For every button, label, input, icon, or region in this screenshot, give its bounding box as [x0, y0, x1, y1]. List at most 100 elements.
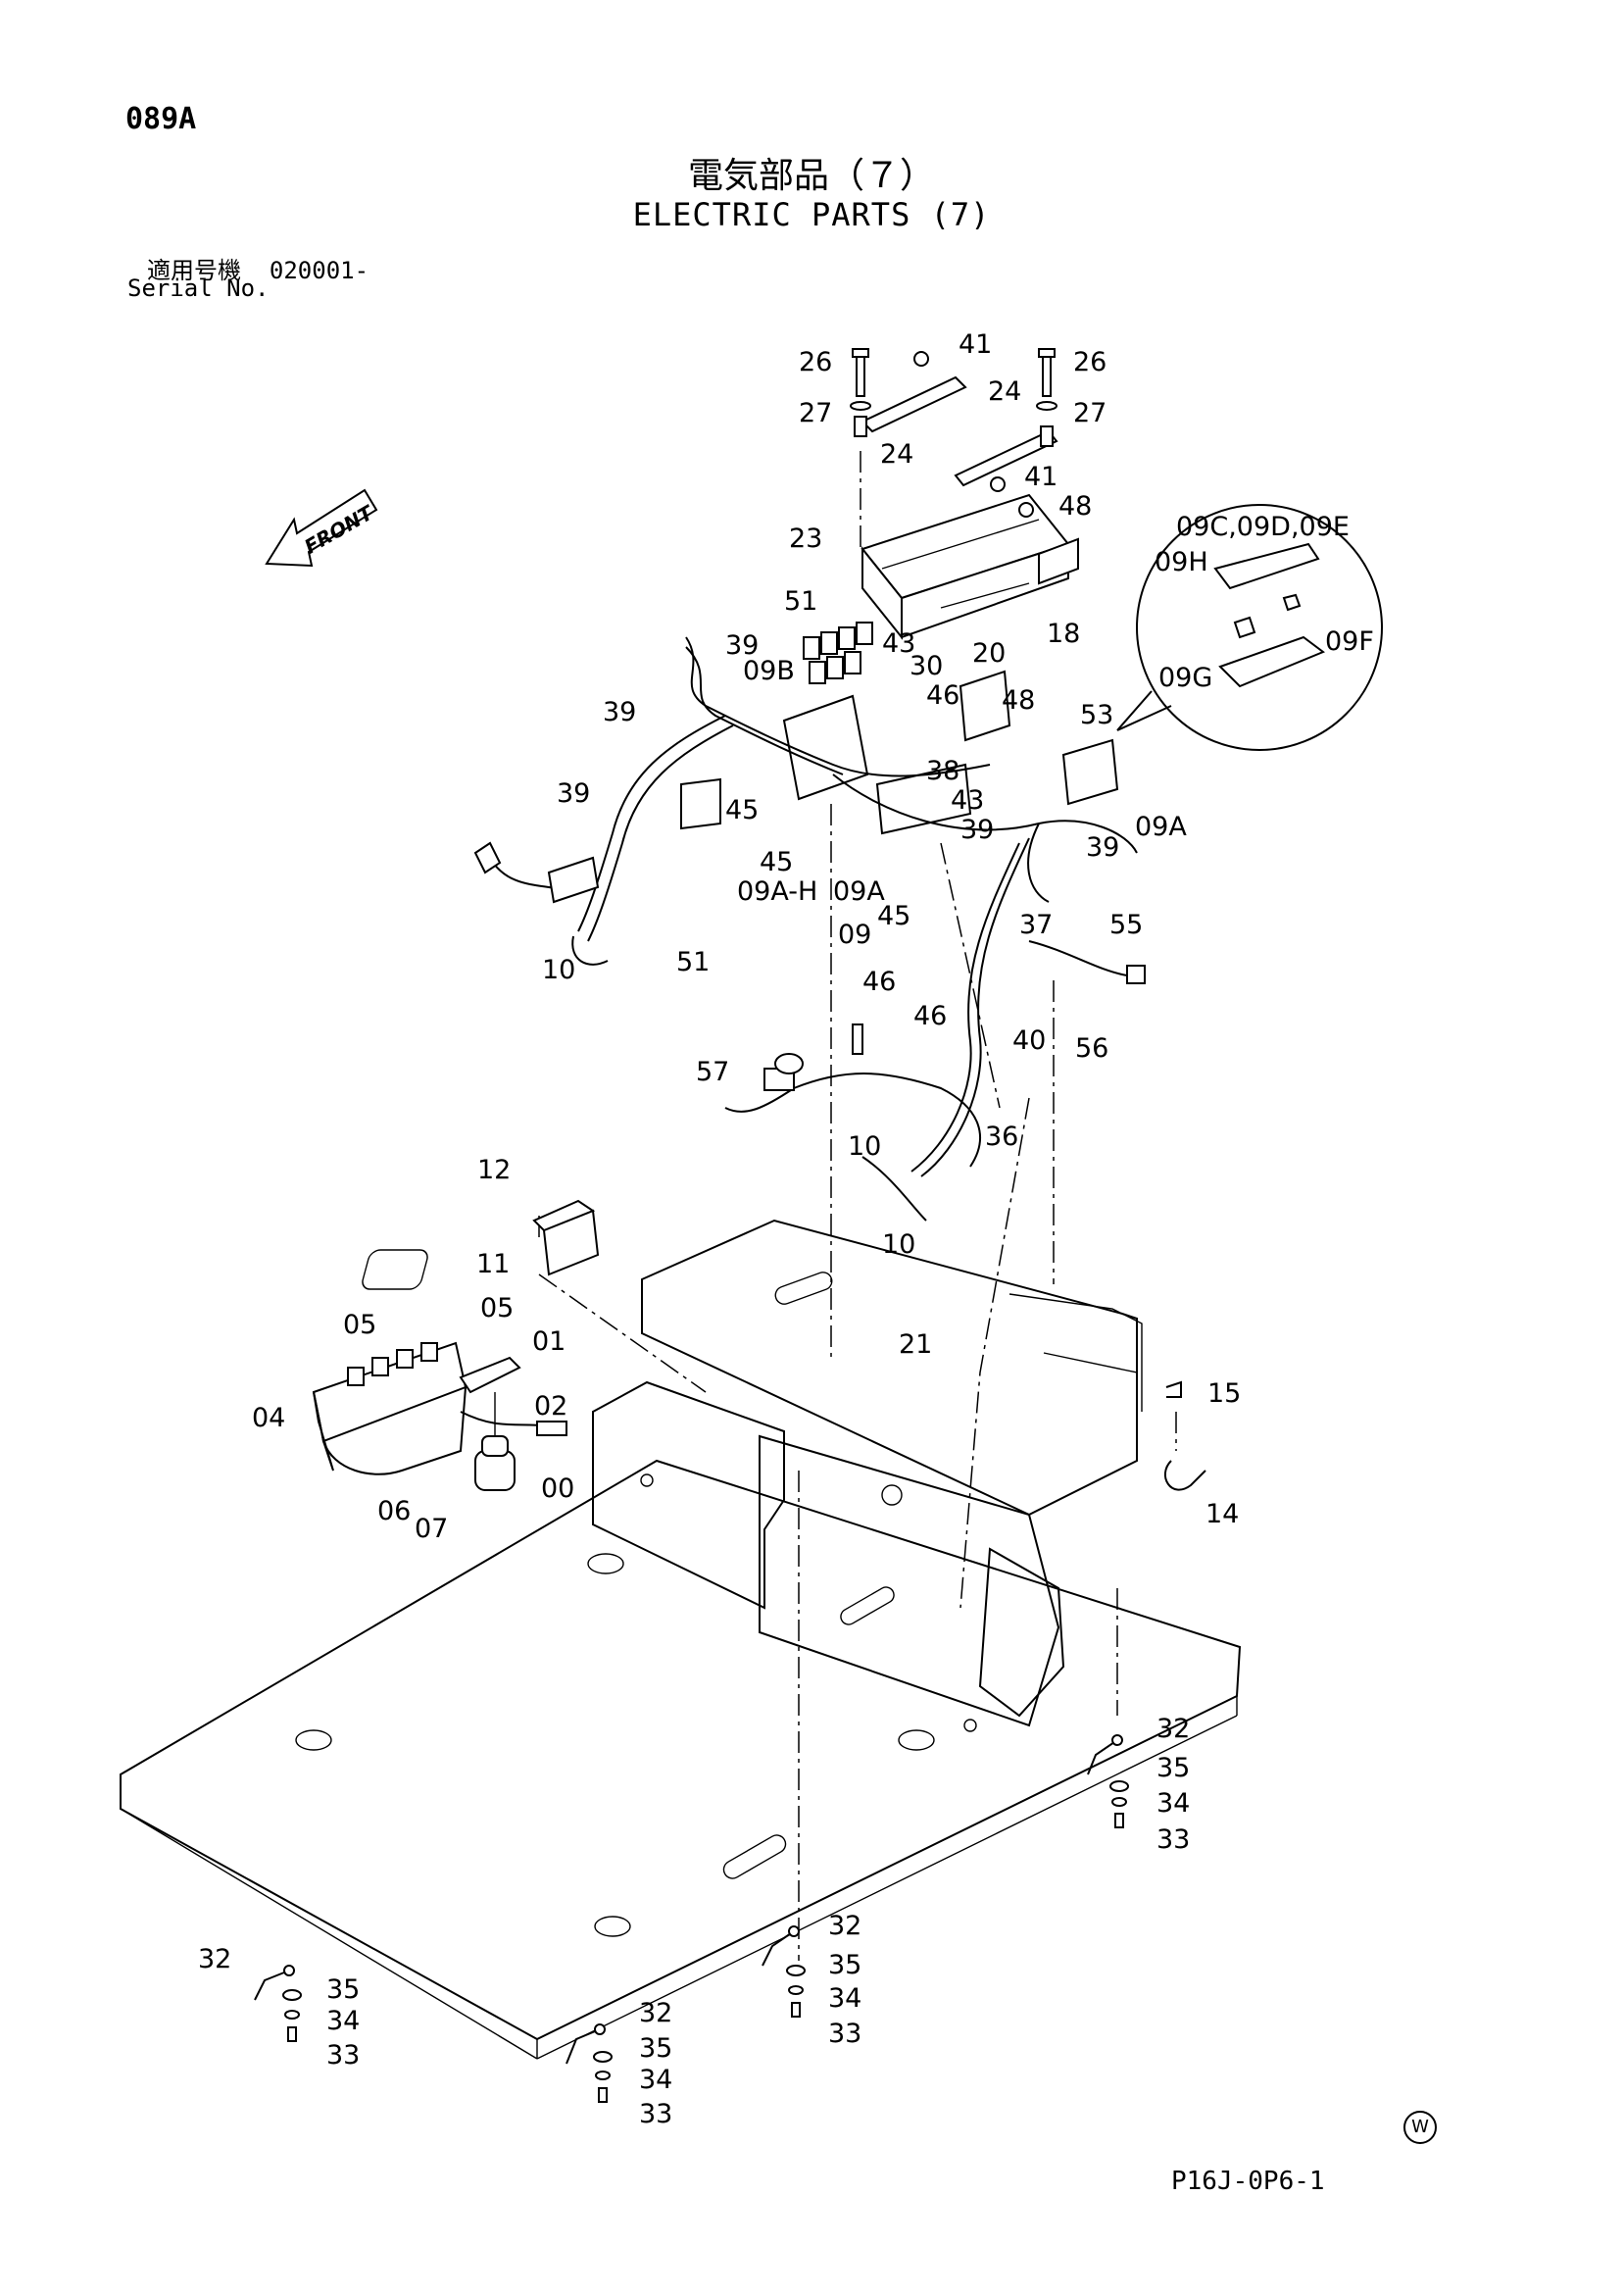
- ground-strap-middle: [762, 1925, 806, 2018]
- callout-39: 39: [557, 778, 590, 809]
- mounting-bracket: [854, 375, 1058, 487]
- clips: [1164, 1380, 1206, 1491]
- callout-05: 05: [343, 1310, 376, 1340]
- callout-09g: 09G: [1158, 663, 1212, 693]
- callout-45: 45: [760, 847, 793, 877]
- callout-10: 10: [882, 1229, 915, 1260]
- callout-55: 55: [1109, 910, 1143, 940]
- callout-10: 10: [542, 955, 575, 985]
- ground-strap-left: [254, 1965, 302, 2042]
- callout-04: 04: [252, 1403, 285, 1433]
- callout-27: 27: [1073, 398, 1107, 428]
- callout-06: 06: [377, 1496, 411, 1526]
- wiring-harness: [473, 636, 1146, 1222]
- callout-46: 46: [913, 1001, 947, 1031]
- cover-11: [532, 1199, 600, 1276]
- callout-23: 23: [789, 524, 822, 554]
- callout-48: 48: [1002, 685, 1035, 716]
- callout-35: 35: [1156, 1753, 1190, 1783]
- serial-line: 適用号機 020001-: [147, 251, 369, 285]
- callout-15: 15: [1207, 1378, 1241, 1409]
- ground-strap-right: [1087, 1734, 1129, 1828]
- serial-value: 020001-: [269, 257, 369, 284]
- callout-33: 33: [828, 2019, 861, 2049]
- callout-32: 32: [198, 1944, 231, 1974]
- callout-09f: 09F: [1325, 626, 1374, 657]
- callout-00: 00: [541, 1473, 574, 1504]
- callout-45: 45: [725, 795, 759, 825]
- callout-41: 41: [959, 329, 992, 360]
- callout-34: 34: [639, 2065, 672, 2095]
- callout-39: 39: [725, 630, 759, 661]
- controller-unit: [861, 493, 1079, 640]
- callout-36: 36: [985, 1122, 1018, 1152]
- callout-48: 48: [1058, 491, 1092, 522]
- title-english: ELECTRIC PARTS (7): [632, 196, 991, 233]
- leader-lines: [538, 451, 1177, 1961]
- callout-39: 39: [1086, 832, 1119, 863]
- callout-56: 56: [1075, 1033, 1108, 1064]
- callout-46: 46: [862, 967, 896, 997]
- callout-39: 39: [603, 697, 636, 727]
- callout-33: 33: [1156, 1824, 1190, 1855]
- title-japanese: 電気部品（７）: [687, 156, 935, 196]
- callout-18: 18: [1047, 619, 1080, 649]
- cab-frame: [362, 1219, 1143, 1732]
- callout-34: 34: [1156, 1788, 1190, 1819]
- callout-27: 27: [799, 398, 832, 428]
- callout-32: 32: [639, 1998, 672, 2028]
- switch-panel: [312, 1341, 567, 1475]
- callout-09a: 09A: [1135, 812, 1187, 842]
- serial-label-en: Serial No.: [127, 275, 270, 302]
- callout-51: 51: [676, 947, 710, 977]
- callout-07: 07: [415, 1514, 448, 1544]
- callout-26: 26: [799, 347, 832, 377]
- callout-37: 37: [1019, 910, 1053, 940]
- callout-34: 34: [828, 1983, 861, 2014]
- callout-14: 14: [1205, 1499, 1239, 1529]
- callout-33: 33: [639, 2099, 672, 2129]
- callout-39: 39: [960, 815, 994, 845]
- ground-strap-center: [566, 2023, 613, 2103]
- floor-plate: [120, 1459, 1242, 2060]
- callout-34: 34: [326, 2006, 360, 2036]
- callout-12: 12: [477, 1155, 511, 1185]
- callout-43: 43: [951, 785, 984, 816]
- callout-30: 30: [910, 651, 943, 681]
- callout-24: 24: [880, 439, 913, 470]
- callout-11: 11: [476, 1249, 510, 1279]
- callout-41: 41: [1024, 462, 1057, 492]
- callout-05: 05: [480, 1293, 514, 1323]
- front-arrow: FRONT: [265, 488, 378, 568]
- bolts: [850, 348, 1057, 518]
- fuse-box: [680, 622, 1119, 835]
- key-switch: [474, 1392, 516, 1491]
- callout-21: 21: [899, 1329, 932, 1360]
- callout-46: 46: [926, 680, 959, 711]
- callout-32: 32: [1156, 1714, 1190, 1744]
- callout-09a-h: 09A-H: [737, 876, 817, 907]
- callout-09b: 09B: [743, 656, 795, 686]
- callout-40: 40: [1012, 1025, 1046, 1056]
- callout-35: 35: [828, 1950, 861, 1980]
- callout-38: 38: [926, 756, 959, 786]
- callout-43: 43: [882, 628, 915, 659]
- watermark-symbol: W: [1403, 2111, 1437, 2144]
- callout-02: 02: [534, 1391, 567, 1422]
- callout-51: 51: [784, 586, 817, 617]
- callout-32: 32: [828, 1911, 861, 1941]
- callout-09a: 09A: [833, 876, 885, 907]
- callout-45: 45: [877, 901, 910, 931]
- callout-labels: 26 41 26 27 24 27 24 41 48 23 18 09C,09D…: [198, 329, 1374, 2129]
- page-code: 089A: [125, 102, 197, 136]
- callout-01: 01: [532, 1326, 566, 1357]
- serial-label-jp: 適用号機: [147, 257, 241, 284]
- callout-09h: 09H: [1155, 547, 1208, 577]
- callout-33: 33: [326, 2040, 360, 2071]
- callout-09: 09: [838, 920, 871, 950]
- callout-20: 20: [972, 638, 1006, 669]
- detail-circle: [1116, 504, 1383, 751]
- callout-09c-09d-09e: 09C,09D,09E: [1176, 512, 1350, 542]
- figure-code: P16J-0P6-1: [1171, 2167, 1325, 2196]
